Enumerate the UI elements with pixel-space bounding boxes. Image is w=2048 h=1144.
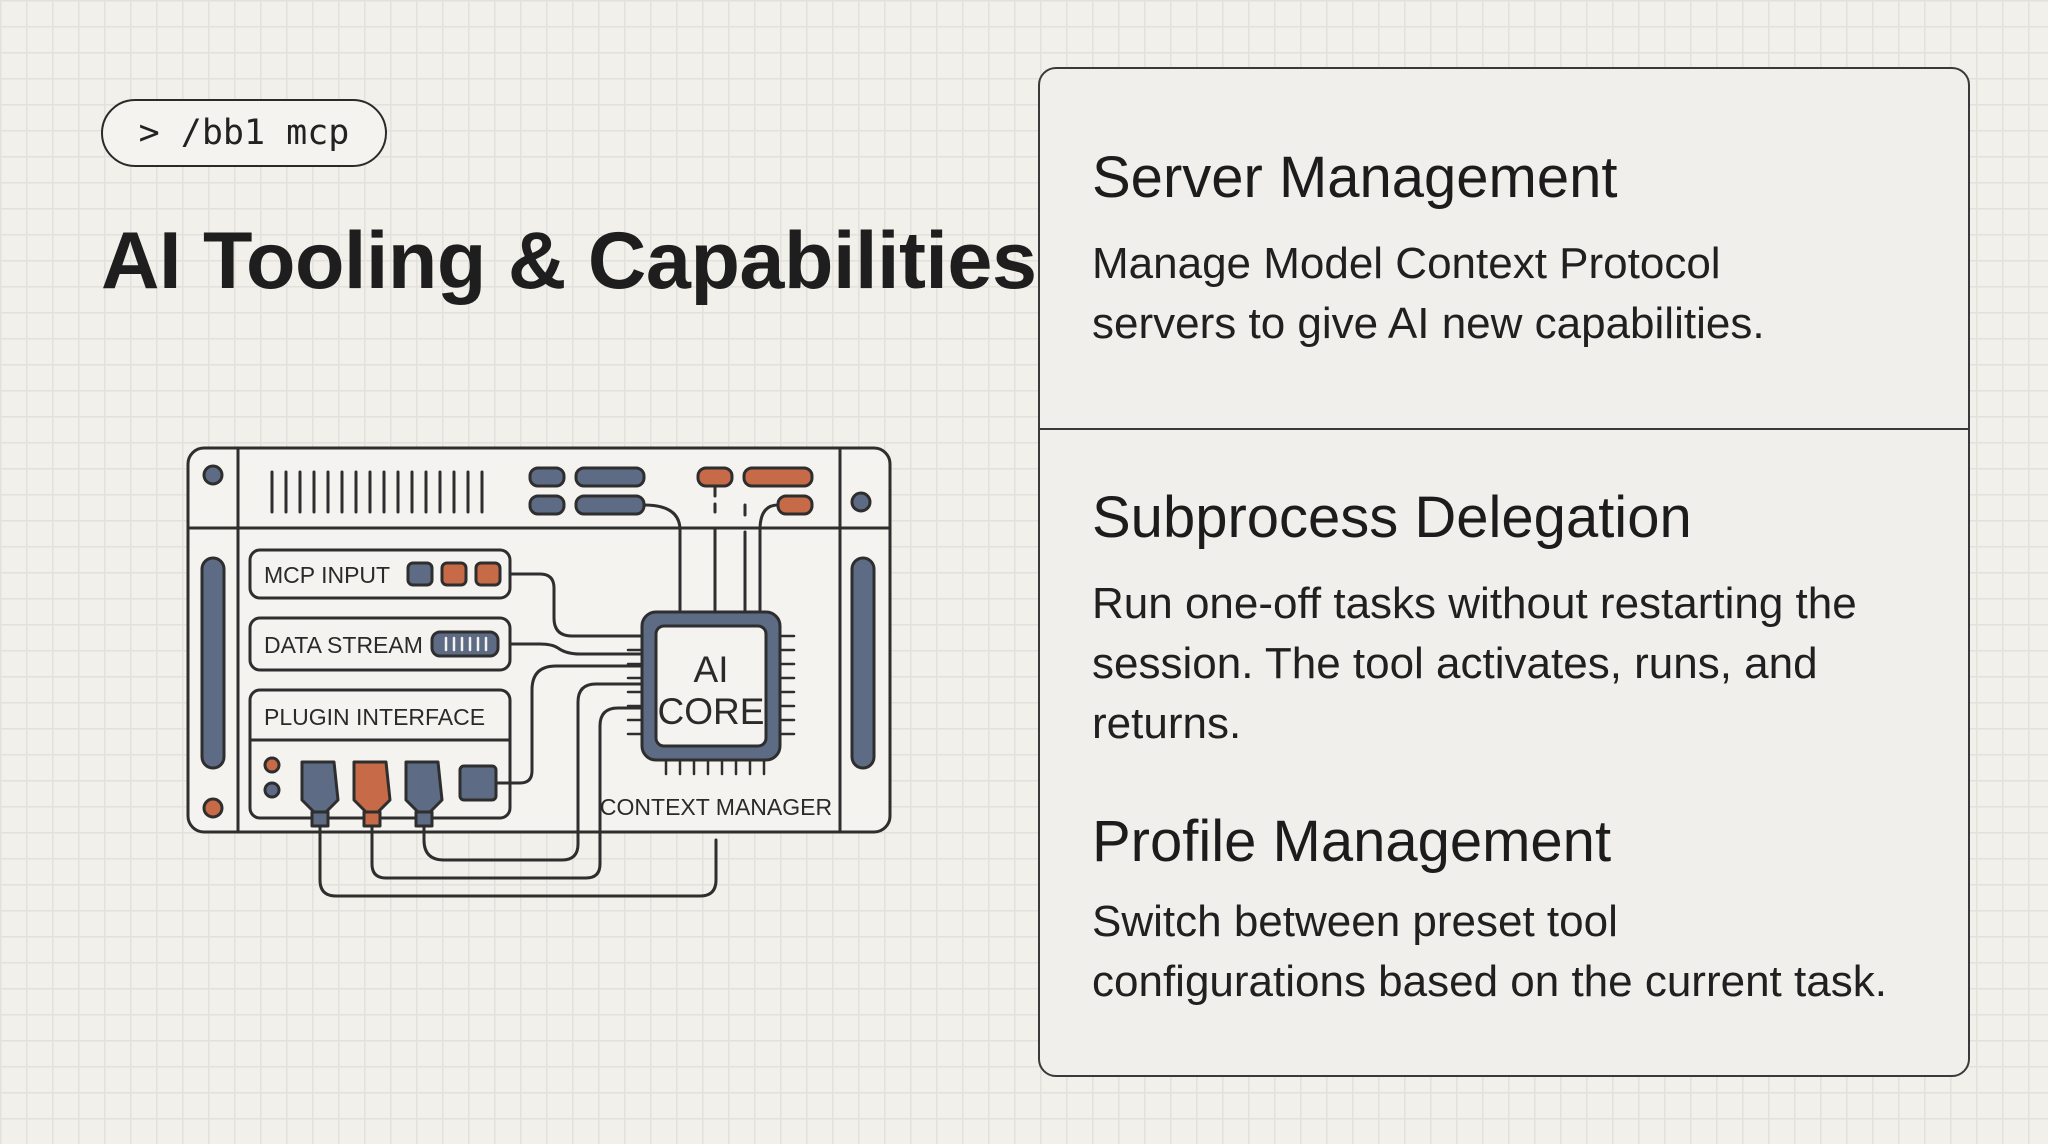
mcp-led-orange-1 bbox=[440, 561, 468, 587]
label-core: CORE bbox=[658, 691, 765, 732]
section-heading: Profile Management bbox=[1092, 809, 1612, 874]
left-slot bbox=[200, 556, 226, 770]
plug-port bbox=[458, 764, 498, 802]
indicator-orange-2 bbox=[742, 466, 814, 488]
section-heading: Server Management bbox=[1092, 145, 1618, 210]
mcp-led-blue bbox=[406, 561, 434, 587]
plugin-dot-orange bbox=[263, 756, 281, 774]
plug-orange bbox=[352, 760, 392, 828]
indicator-blue-1 bbox=[528, 466, 566, 488]
description-line: returns. bbox=[1092, 698, 1242, 748]
section-profile-management: Profile Management Switch between preset… bbox=[1092, 809, 1952, 1012]
section-description: Run one-off tasks without restarting the… bbox=[1092, 574, 1952, 754]
description-line: Run one-off tasks without restarting the bbox=[1092, 578, 1857, 628]
data-stream-gauge bbox=[430, 630, 500, 658]
command-pill: > /bb1 mcp bbox=[101, 99, 387, 167]
indicator-blue-3 bbox=[528, 494, 566, 516]
screw-top-left bbox=[202, 464, 224, 486]
screw-bottom-left bbox=[202, 797, 224, 819]
server-rack-illustration: MCP INPUT DATA STREAM PLUGIN INTERFACE A… bbox=[180, 440, 900, 920]
server-rack-svg: MCP INPUT DATA STREAM PLUGIN INTERFACE A… bbox=[186, 446, 892, 898]
features-card: Server Management Manage Model Context P… bbox=[1038, 67, 1970, 1077]
page-title: AI Tooling & Capabilities bbox=[101, 216, 1037, 306]
description-line: configurations based on the current task… bbox=[1092, 956, 1887, 1006]
plugin-dot-blue bbox=[263, 781, 281, 799]
vent-grille bbox=[270, 470, 484, 514]
description-line: servers to give AI new capabilities. bbox=[1092, 298, 1765, 348]
label-mcp-input: MCP INPUT bbox=[264, 562, 390, 588]
plug-blue-2 bbox=[404, 760, 444, 828]
description-line: session. The tool activates, runs, and bbox=[1092, 638, 1818, 688]
section-heading: Subprocess Delegation bbox=[1092, 485, 1692, 550]
section-server-management: Server Management Manage Model Context P… bbox=[1092, 145, 1952, 354]
plug-blue-1 bbox=[300, 760, 340, 828]
label-context-manager: CONTEXT MANAGER bbox=[600, 794, 832, 820]
section-description: Manage Model Context Protocol servers to… bbox=[1092, 234, 1952, 354]
indicator-orange-1 bbox=[696, 466, 734, 488]
label-plugin-interface: PLUGIN INTERFACE bbox=[264, 704, 485, 730]
mcp-led-orange-2 bbox=[474, 561, 502, 587]
card-divider bbox=[1040, 428, 1968, 430]
label-data-stream: DATA STREAM bbox=[264, 632, 423, 658]
indicator-blue-2 bbox=[574, 466, 646, 488]
indicator-blue-4 bbox=[574, 494, 646, 516]
description-line: Switch between preset tool bbox=[1092, 896, 1618, 946]
section-subprocess-delegation: Subprocess Delegation Run one-off tasks … bbox=[1092, 485, 1952, 754]
screw-top-right bbox=[850, 491, 872, 513]
right-slot bbox=[850, 556, 876, 770]
description-line: Manage Model Context Protocol bbox=[1092, 238, 1721, 288]
label-ai: AI bbox=[694, 649, 729, 690]
indicator-orange-3 bbox=[776, 494, 814, 516]
section-description: Switch between preset tool configuration… bbox=[1092, 892, 1952, 1012]
ai-core-chip bbox=[626, 610, 796, 776]
